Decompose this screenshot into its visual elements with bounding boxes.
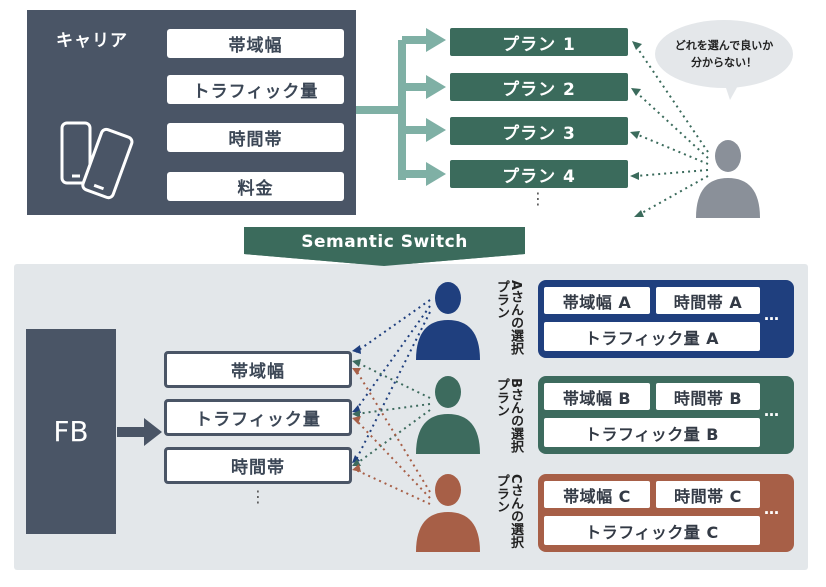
carrier-item-time: 時間帯 [167,123,344,152]
user-a-plan-label: Aさんの選択プラン [494,280,523,356]
user-a-bandwidth: 帯域幅 A [544,287,650,314]
bubble-line-2: 分からない！ [691,56,757,69]
user-b-plan-label: Bさんの選択プラン [494,378,523,453]
carrier-item-traffic: トラフィック量 [167,75,344,104]
user-c-plan-label: Cさんの選択プラン [494,474,523,549]
plan-3: プラン 3 [450,117,628,145]
user-c-bandwidth: 帯域幅 C [544,481,650,508]
user-a-time: 時間帯 A [656,287,760,314]
user-c-time: 時間帯 C [656,481,760,508]
fb-items-more-dots: ⋮ [250,487,266,506]
speech-bubble: どれを選んで良いか 分からない！ [655,20,793,88]
user-a-more-dots: … [764,306,780,324]
carrier-item-bandwidth: 帯域幅 [167,29,344,58]
bubble-line-1: どれを選んで良いか [674,39,774,52]
plan-4: プラン 4 [450,160,628,188]
semantic-switch-label: Semantic Switch [301,232,468,252]
fb-item-time: 時間帯 [164,447,352,484]
user-a-icon [416,282,480,360]
user-b-traffic: トラフィック量 B [544,418,760,447]
user-c-more-dots: … [764,500,780,518]
speech-bubble-tail [724,82,740,100]
fb-item-bandwidth: 帯域幅 [164,351,352,388]
carrier-title: キャリア [56,31,128,51]
carrier-item-price: 料金 [167,172,344,201]
user-c-traffic: トラフィック量 C [544,516,760,545]
user-b-more-dots: … [764,402,780,420]
plan-2: プラン 2 [450,73,628,101]
person-icon [696,140,760,218]
user-b-time: 時間帯 B [656,383,760,410]
user-b-icon [416,376,480,454]
fb-item-traffic: トラフィック量 [164,399,352,436]
fb-box: FB [26,329,116,534]
user-b-bandwidth: 帯域幅 B [544,383,650,410]
user-c-icon [416,474,480,552]
smartphones-icon [60,121,134,200]
plan-1: プラン 1 [450,28,628,56]
user-a-traffic: トラフィック量 A [544,322,760,351]
